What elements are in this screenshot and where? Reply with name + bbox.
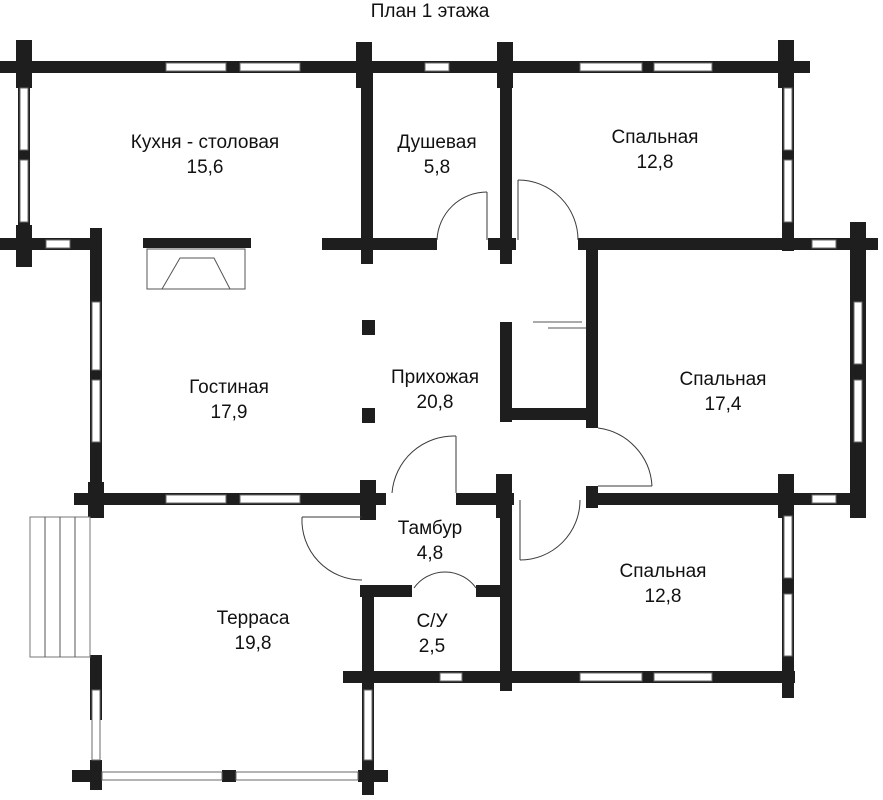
room-bedroom-bottom-name: Спальная <box>620 561 707 582</box>
room-shower-name: Душевая <box>397 132 476 153</box>
room-wc-area: 2,5 <box>419 636 445 657</box>
windows <box>19 62 863 781</box>
room-wc-name: С/У <box>416 611 448 632</box>
room-terrace-name: Терраса <box>217 608 290 629</box>
room-hall-area: 20,8 <box>417 392 454 413</box>
room-labels: Кухня - столовая 15,6 Душевая 5,8 Спальн… <box>131 127 767 657</box>
room-living-name: Гостиная <box>189 377 269 398</box>
room-bedroom-bottom-area: 12,8 <box>645 586 682 607</box>
room-bedroom-right-area: 17,4 <box>705 394 742 415</box>
room-bedroom-top-name: Спальная <box>612 127 699 148</box>
room-bedroom-top-area: 12,8 <box>637 152 674 173</box>
room-living-area: 17,9 <box>211 402 248 423</box>
room-kitchen-name: Кухня - столовая <box>131 132 279 153</box>
room-hall-name: Прихожая <box>391 367 479 388</box>
fireplace <box>146 248 246 290</box>
room-vestibule-name: Тамбур <box>398 518 463 539</box>
room-bedroom-right-name: Спальная <box>680 369 767 390</box>
plan-title: План 1 этажа <box>371 1 490 22</box>
terrace-stairs <box>29 516 91 658</box>
room-vestibule-area: 4,8 <box>417 543 443 564</box>
room-shower-area: 5,8 <box>424 157 450 178</box>
doors <box>301 179 653 589</box>
room-kitchen-area: 15,6 <box>187 157 224 178</box>
room-terrace-area: 19,8 <box>235 633 272 654</box>
walls <box>0 40 878 795</box>
